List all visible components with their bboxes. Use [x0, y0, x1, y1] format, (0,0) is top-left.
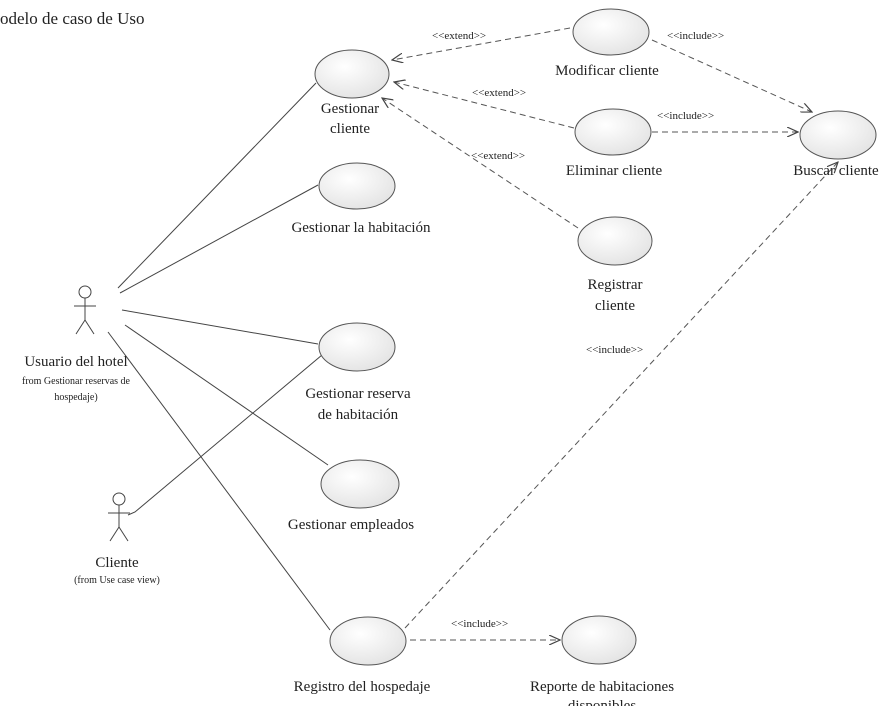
use-case-label: disponibles — [568, 698, 636, 706]
assoc-usuario-registro-hospedaje — [107, 331, 331, 631]
use-case-ellipse — [574, 108, 652, 156]
use-case-reporte-habitaciones[interactable]: Reporte de habitaciones disponibles — [530, 615, 674, 706]
extend-modificar-to-gestionar — [392, 27, 571, 60]
extend-label-registrar: <<extend>> — [471, 150, 525, 162]
use-case-gestionar-cliente[interactable]: Gestionar cliente — [314, 49, 390, 137]
actor-stick-figure-icon — [108, 492, 130, 542]
use-case-label: Gestionar — [321, 101, 379, 117]
include-label-eliminar: <<include>> — [657, 110, 714, 122]
use-case-ellipse — [320, 459, 400, 509]
actor-package: from Gestionar reservas de — [22, 376, 131, 387]
use-case-ellipse — [314, 49, 390, 99]
use-case-ellipse — [318, 162, 396, 210]
extend-eliminar-to-gestionar — [394, 82, 575, 129]
use-case-label: cliente — [330, 121, 370, 137]
use-case-ellipse — [318, 322, 396, 372]
use-case-ellipse — [572, 8, 650, 56]
assoc-usuario-gestionar-cliente — [117, 82, 317, 289]
use-case-modificar-cliente[interactable]: Modificar cliente — [555, 8, 659, 79]
use-case-label: Buscar cliente — [793, 163, 879, 179]
use-case-gestionar-reserva[interactable]: Gestionar reserva de habitación — [305, 322, 411, 423]
actor-cliente[interactable]: Cliente (from Use case view) — [74, 492, 160, 586]
extend-registrar-to-gestionar — [382, 98, 579, 229]
use-case-label: Reporte de habitaciones — [530, 679, 674, 695]
diagram-title: odelo de caso de Uso — [0, 9, 144, 28]
include-label-modificar: <<include>> — [667, 30, 724, 42]
use-case-label: Registro del hospedaje — [294, 679, 431, 695]
use-case-label: Gestionar reserva — [305, 386, 411, 402]
use-case-label: Eliminar cliente — [566, 163, 663, 179]
dependencies — [382, 27, 838, 640]
use-case-registro-hospedaje[interactable]: Registro del hospedaje — [294, 616, 431, 695]
include-modificar-to-buscar — [651, 39, 812, 112]
actor-name: Cliente — [95, 555, 139, 571]
assoc-usuario-gestionar-habitacion — [119, 184, 319, 294]
use-case-ellipse — [329, 616, 407, 666]
actor-package: (from Use case view) — [74, 575, 160, 586]
use-case-label: Gestionar empleados — [288, 517, 414, 533]
use-case-ellipse — [799, 110, 877, 160]
actor-package: hospedaje) — [54, 392, 97, 403]
extend-label-modificar: <<extend>> — [432, 30, 486, 42]
associations — [107, 82, 331, 631]
use-case-gestionar-empleados[interactable]: Gestionar empleados — [288, 459, 414, 533]
include-label-reporte: <<include>> — [451, 618, 508, 630]
actor-name: Usuario del hotel — [24, 354, 127, 370]
use-case-gestionar-habitacion[interactable]: Gestionar la habitación — [291, 162, 431, 236]
stereotype-labels: <<extend>> <<include>> <<extend>> <<incl… — [432, 30, 724, 630]
use-case-ellipse — [561, 615, 637, 665]
use-case-label: Registrar — [588, 277, 643, 293]
use-case-label: cliente — [595, 298, 635, 314]
assoc-usuario-gestionar-reserva — [121, 309, 319, 345]
use-case-eliminar-cliente[interactable]: Eliminar cliente — [566, 108, 663, 179]
include-registro-to-buscar — [404, 162, 838, 629]
actor-stick-figure-icon — [74, 285, 96, 335]
use-case-registrar-cliente[interactable]: Registrar cliente — [577, 216, 653, 314]
extend-label-eliminar: <<extend>> — [472, 87, 526, 99]
actor-usuario-del-hotel[interactable]: Usuario del hotel from Gestionar reserva… — [22, 285, 131, 403]
assoc-usuario-gestionar-empleados — [124, 324, 329, 466]
use-case-ellipse — [577, 216, 653, 266]
assoc-cliente-gestionar-reserva — [127, 354, 323, 516]
use-case-label: Modificar cliente — [555, 63, 659, 79]
use-case-buscar-cliente[interactable]: Buscar cliente — [793, 110, 879, 179]
use-case-label: Gestionar la habitación — [291, 220, 431, 236]
include-label-buscar: <<include>> — [586, 344, 643, 356]
use-case-label: de habitación — [318, 407, 399, 423]
